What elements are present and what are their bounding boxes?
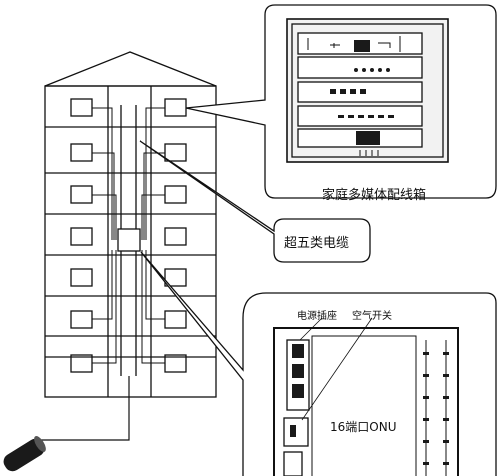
- fiber-splice-closure: [3, 436, 46, 472]
- unit-box: [164, 227, 187, 246]
- distribution-box-label: 家庭多媒体配线箱: [322, 188, 427, 203]
- unit-box: [70, 143, 93, 162]
- onu-cabinet: [273, 317, 459, 476]
- air-switch-label: 空气开关: [352, 311, 392, 322]
- unit-box: [164, 310, 187, 329]
- floor-junction-box: [117, 228, 141, 252]
- unit-box: [70, 227, 93, 246]
- cable-label-callout: [139, 140, 371, 263]
- unit-box: [164, 98, 187, 117]
- unit-box: [70, 185, 93, 204]
- building-roof: [44, 51, 217, 87]
- power-socket-label: 电源插座: [297, 311, 337, 322]
- onu-label: 16端口ONU: [330, 420, 397, 434]
- unit-box: [164, 143, 187, 162]
- distribution-box: [286, 18, 449, 163]
- unit-box: [70, 268, 93, 287]
- unit-box: [164, 185, 187, 204]
- unit-boxes-left: [70, 98, 93, 373]
- cable-label: 超五类电缆: [284, 236, 350, 251]
- unit-boxes-right: [164, 98, 187, 373]
- onu-cabinet-callout: [140, 251, 497, 476]
- unit-box: [70, 310, 93, 329]
- unit-box: [164, 268, 187, 287]
- unit-box: [70, 98, 93, 117]
